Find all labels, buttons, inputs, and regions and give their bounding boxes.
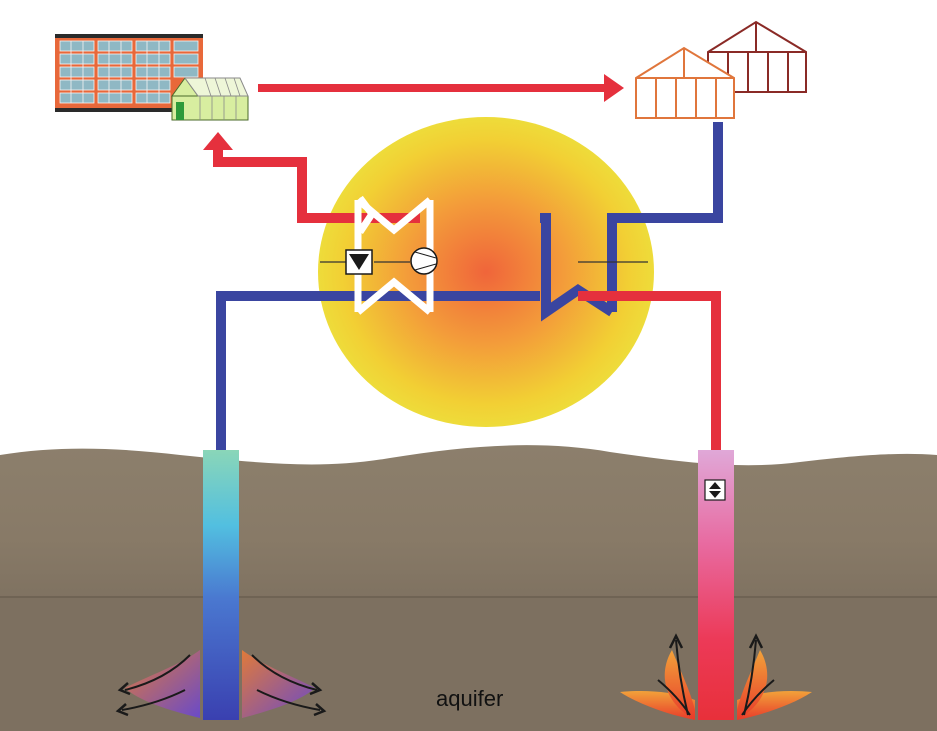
- pump-icon: [704, 479, 726, 501]
- flow-arrow-icon: [251, 654, 318, 691]
- cold-pipe-to-greenhouse: [607, 122, 723, 312]
- cold-plume-right: [242, 650, 315, 718]
- house-icon: [171, 77, 249, 121]
- flow-arrow-icon: [115, 703, 129, 717]
- flow-arrow-icon: [675, 639, 689, 716]
- heat-exchanger-icon: [320, 195, 648, 315]
- greenhouse-front: [635, 46, 735, 119]
- house-roof: [184, 77, 249, 97]
- heat-exchanger-bottom-v: [355, 277, 433, 315]
- hot-pipe-network: [203, 74, 721, 450]
- pump-arrow-up: [709, 482, 721, 489]
- flow-arrow-icon: [743, 639, 757, 716]
- compressor-line-bottom: [414, 263, 437, 271]
- flow-arrow-icon: [748, 633, 764, 649]
- heat-storage-sphere: [318, 117, 654, 427]
- house-roof-panels: [204, 77, 241, 97]
- hot-plume-left-upper: [664, 650, 695, 720]
- building-to-greenhouse-arrow: [604, 74, 624, 102]
- hot-plume-right-upper: [737, 650, 768, 720]
- aquifer-label: aquifer: [436, 686, 503, 711]
- cold-well-casing: [203, 450, 239, 720]
- house-windows: [199, 96, 237, 120]
- pump-box: [704, 479, 726, 501]
- flow-arrow-icon: [309, 682, 323, 696]
- compressor-line-top: [414, 251, 437, 259]
- hot-well-plumes: [620, 633, 812, 720]
- apartment-window-dividers: [70, 41, 160, 103]
- valve-triangle: [349, 254, 369, 270]
- pump-arrow-down: [709, 491, 721, 498]
- compressor-icon: [410, 247, 438, 275]
- flow-arrow-icon: [117, 682, 131, 696]
- apartment-windows: [59, 40, 199, 104]
- flow-arrow-icon: [256, 689, 321, 711]
- cold-plume-left: [125, 650, 200, 718]
- cold-well-plumes: [115, 650, 327, 718]
- flow-arrow-icon: [741, 679, 775, 716]
- flow-arrow-icon: [121, 689, 186, 711]
- ground-lower-layer: [0, 597, 937, 731]
- apartment-base: [55, 108, 203, 112]
- flow-arrow-icon: [668, 633, 684, 649]
- heat-exchanger-top-v: [355, 197, 433, 235]
- house-door: [176, 102, 184, 120]
- flow-arrow-icon: [313, 703, 327, 717]
- flow-arrow-icon: [124, 654, 191, 691]
- greenhouse-icon: [635, 20, 807, 119]
- valve-icon: [345, 249, 373, 275]
- hot-pipe-right-riser: [578, 291, 721, 450]
- hot-pipe-to-house: [213, 148, 420, 223]
- ground-upper-layer: [0, 445, 937, 600]
- compressor-circle: [410, 247, 438, 275]
- apartment-roof: [55, 34, 203, 38]
- cold-pipe-left-riser: [216, 291, 540, 450]
- hot-pipe-arrow-head: [203, 132, 233, 150]
- cold-well: [203, 450, 239, 720]
- flow-arrow-icon: [657, 679, 691, 716]
